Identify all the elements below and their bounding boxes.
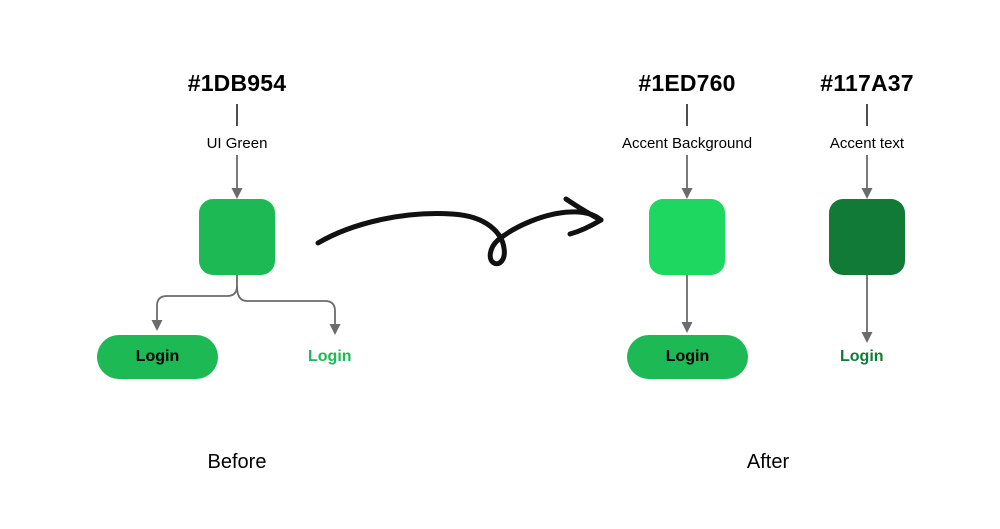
arrow-down-accent-bg-swatch: [681, 155, 693, 199]
arrow-down-ui-green-swatch: [231, 155, 243, 199]
login-button-filled-before[interactable]: Login: [97, 335, 218, 379]
transition-arrow-icon: [315, 196, 604, 267]
login-text-link-after[interactable]: Login: [840, 349, 884, 365]
hex-label-accent-background: #1ED760: [638, 70, 736, 96]
role-label-accent-text: Accent text: [829, 135, 905, 152]
login-text-link-label: Login: [840, 348, 884, 365]
login-text-link-before[interactable]: Login: [308, 349, 352, 365]
section-label-before: Before: [207, 451, 267, 473]
hex-label-accent-text: #117A37: [820, 70, 914, 96]
login-button-label: Login: [135, 348, 180, 365]
arrow-down-accent-text-button: [861, 272, 873, 343]
login-button-filled-after[interactable]: Login: [627, 335, 748, 379]
role-label-ui-green: UI Green: [206, 135, 268, 152]
color-swatch-ui-green[interactable]: [199, 199, 275, 275]
role-label-accent-background: Accent Background: [621, 135, 753, 152]
color-swatch-accent-text[interactable]: [829, 199, 905, 275]
arrow-down-accent-text-swatch: [861, 155, 873, 199]
login-text-link-label: Login: [308, 348, 352, 365]
hex-label-ui-green: #1DB954: [187, 70, 287, 96]
branch-split-ui-green: [151, 270, 341, 335]
arrow-down-accent-bg-button: [681, 272, 693, 333]
color-swatch-accent-background[interactable]: [649, 199, 725, 275]
section-label-after: After: [746, 451, 790, 473]
login-button-label: Login: [665, 348, 710, 365]
